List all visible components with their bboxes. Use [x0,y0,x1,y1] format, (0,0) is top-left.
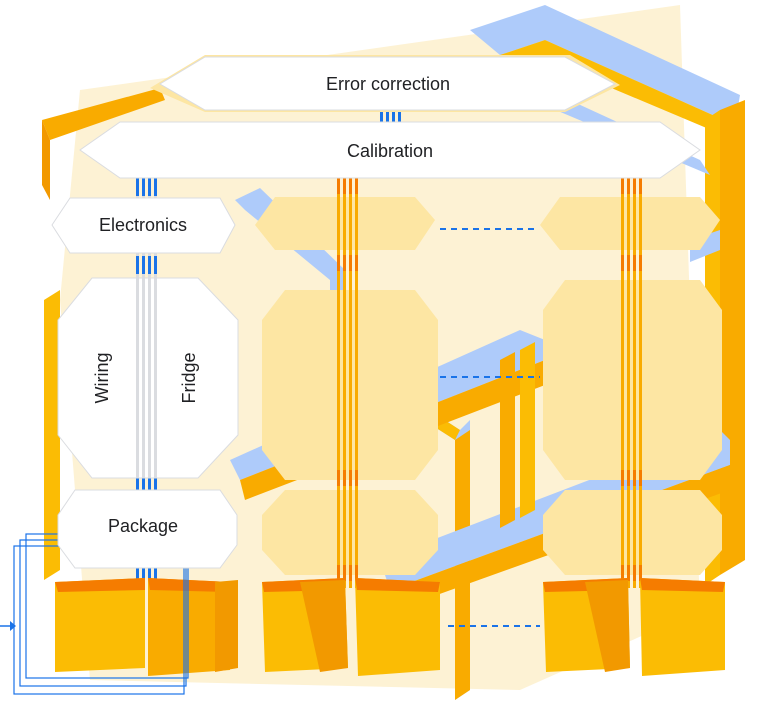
electronics-layer: Electronics [51,197,236,254]
package-layer: Package [57,489,238,569]
fridge-layer: Wiring Fridge [57,277,239,479]
calibration-label: Calibration [347,141,433,161]
fridge-label: Fridge [179,352,199,403]
package-label: Package [108,516,178,536]
electronics-box [51,197,236,254]
column-1-chip [55,578,238,676]
error-correction-box [159,56,617,111]
error-correction-layer: Error correction [150,55,620,112]
error-correction-label: Error correction [326,74,450,94]
column-3-chip [543,578,725,676]
column-3 [540,178,725,676]
column-3-fridge-panel [543,280,722,480]
package-box [57,489,238,569]
column-3-package-panel [543,490,722,575]
column-2-chip [262,578,440,676]
column-2 [255,178,440,676]
column-2-wires [337,178,358,588]
calibration-layer: Calibration [79,121,701,179]
column-connectors [440,228,540,627]
electronics-label: Electronics [99,215,187,235]
wiring-label: Wiring [92,352,112,403]
calibration-box [79,121,701,179]
column-3-wires [621,178,642,588]
arrow-right-icon [0,621,16,631]
fridge-wires [136,278,157,478]
